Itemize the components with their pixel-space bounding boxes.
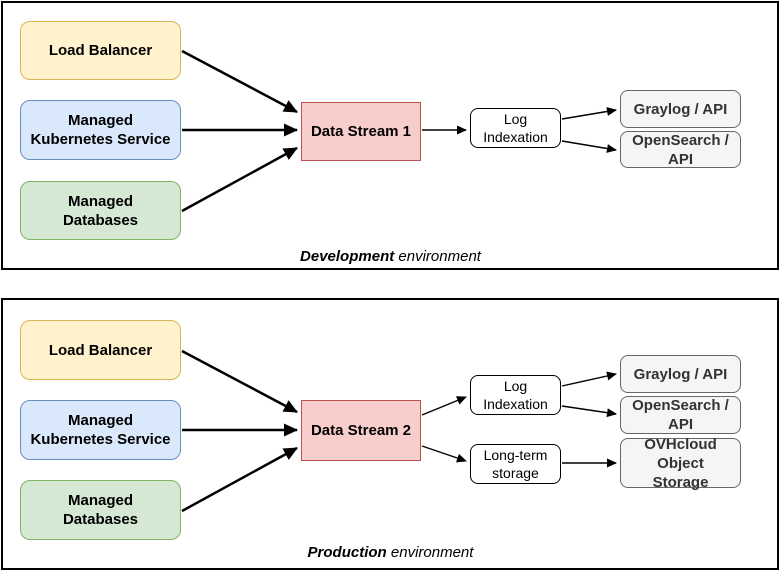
node-log-indexation-dev: Log Indexation — [470, 108, 561, 148]
node-ovhcloud-object-storage: OVHcloud Object Storage — [620, 436, 741, 491]
node-managed-databases-dev: Managed Databases — [20, 181, 181, 240]
node-log-indexation-prod: Log Indexation — [470, 375, 561, 415]
node-data-stream-1: Data Stream 1 — [301, 102, 421, 161]
node-load-balancer-prod: Load Balancer — [20, 320, 181, 380]
node-load-balancer-dev: Load Balancer — [20, 21, 181, 80]
node-managed-kubernetes-dev: Managed Kubernetes Service — [20, 100, 181, 160]
caption-development-rest: environment — [398, 248, 481, 265]
caption-production-rest: environment — [390, 544, 474, 561]
caption-development-emphasis: Development — [300, 248, 395, 265]
node-managed-kubernetes-prod: Managed Kubernetes Service — [20, 400, 181, 460]
node-graylog-api-dev: Graylog / API — [620, 90, 741, 128]
node-opensearch-api-dev: OpenSearch / API — [620, 131, 741, 168]
node-opensearch-api-prod: OpenSearch / API — [620, 396, 741, 434]
caption-production-emphasis: Production — [307, 544, 387, 561]
node-data-stream-2: Data Stream 2 — [301, 400, 421, 461]
caption-development: Development environment — [0, 248, 781, 265]
node-graylog-api-prod: Graylog / API — [620, 355, 741, 393]
caption-production: Production environment — [0, 544, 781, 561]
node-managed-databases-prod: Managed Databases — [20, 480, 181, 540]
node-long-term-storage: Long-term storage — [470, 444, 561, 484]
